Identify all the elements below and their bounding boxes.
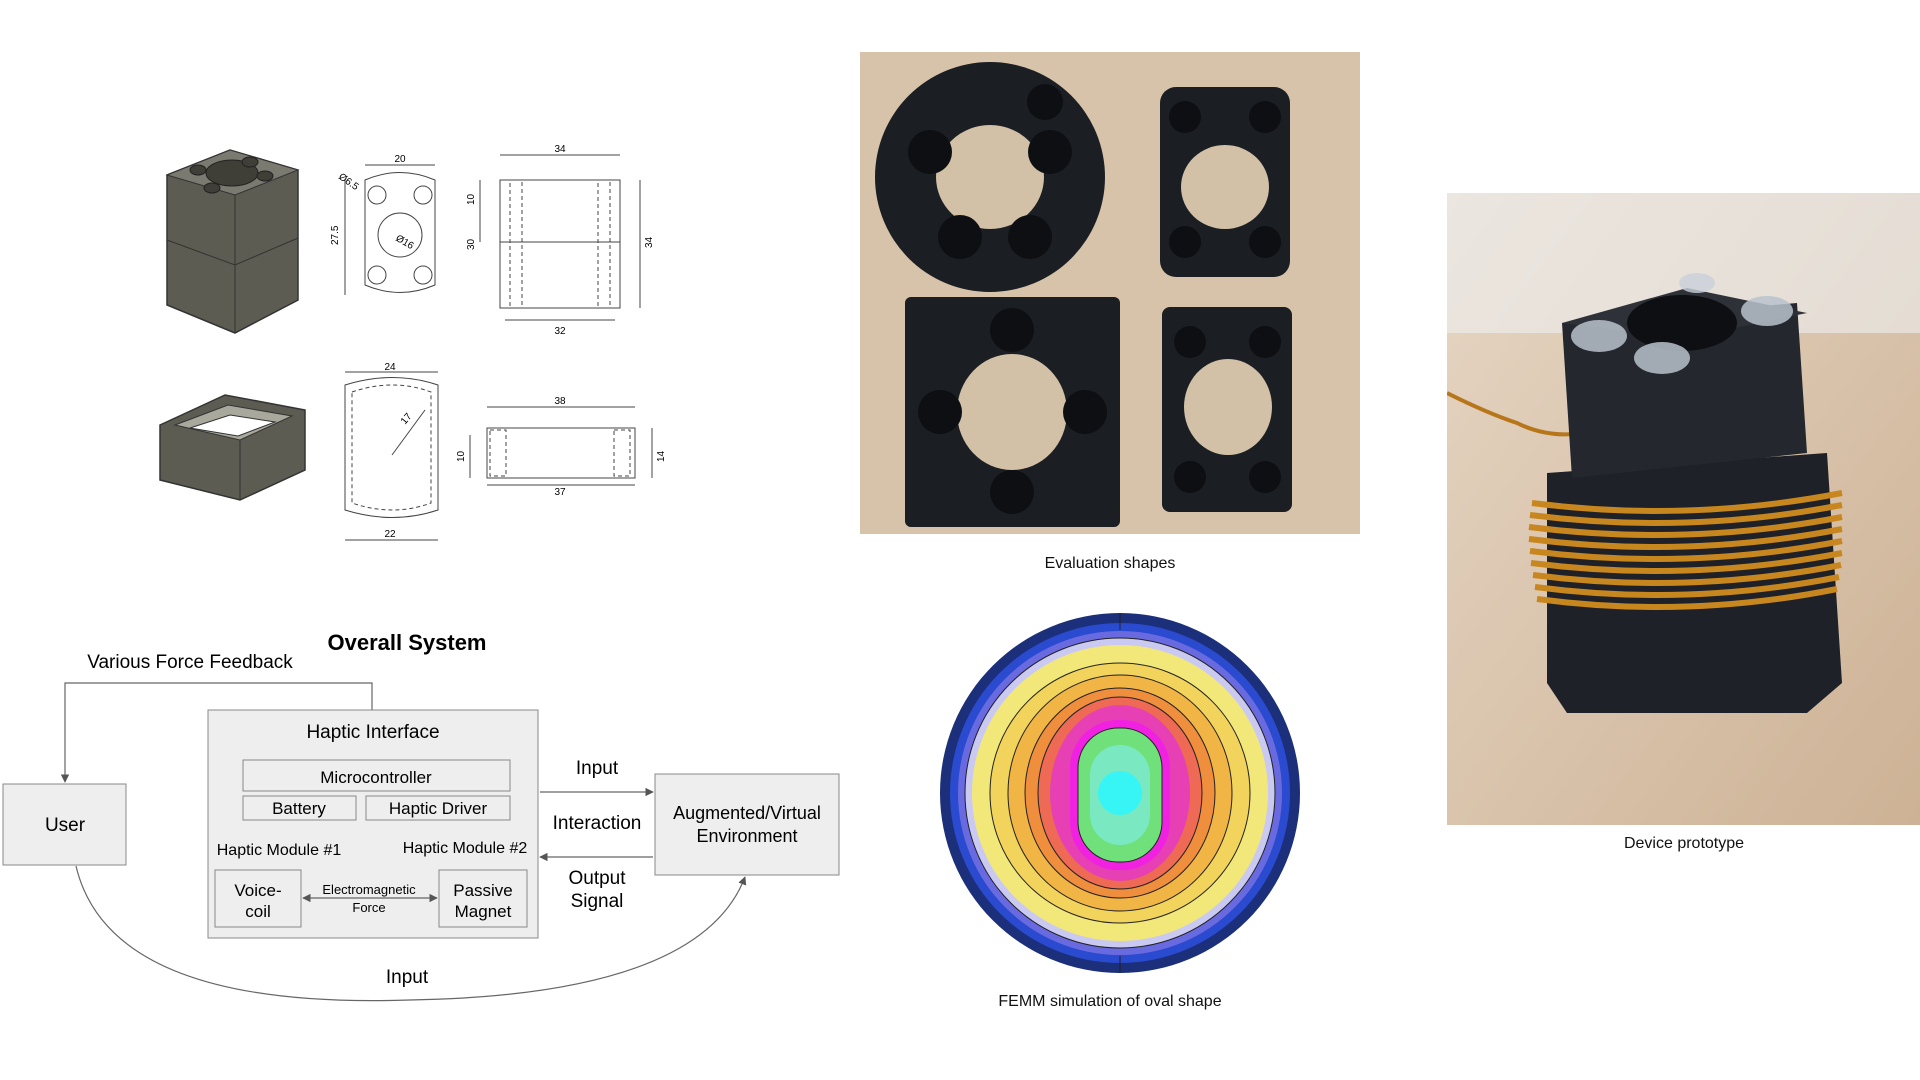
output-label-1: Output bbox=[568, 868, 626, 889]
dim-side2-top: 38 bbox=[554, 396, 566, 407]
device-prototype-photo bbox=[1447, 193, 1920, 825]
dim-front-height: 27.5 bbox=[330, 225, 341, 245]
overall-system-diagram: Overall System Various Force Feedback Us… bbox=[2, 630, 840, 1002]
dim-bore-dia: Ø16 bbox=[394, 233, 416, 252]
cad-side-view-lower bbox=[469, 406, 653, 486]
environment-box bbox=[654, 773, 840, 876]
dim-side-top: 34 bbox=[554, 144, 566, 155]
cad-side-view-upper bbox=[479, 154, 641, 321]
cad-front-view-upper bbox=[344, 164, 436, 295]
dim-side2-right: 14 bbox=[656, 450, 667, 462]
magnet-label-2: Magnet bbox=[455, 902, 512, 921]
module2-label: Haptic Module #2 bbox=[403, 840, 528, 857]
bottom-input-arrow bbox=[75, 865, 747, 1002]
user-label: User bbox=[45, 815, 86, 836]
dim-side-upper: 10 bbox=[466, 193, 477, 205]
feedback-label: Various Force Feedback bbox=[87, 652, 293, 673]
copper-coil bbox=[1528, 490, 1843, 610]
shape-square bbox=[905, 297, 1120, 527]
battery-box bbox=[242, 795, 357, 821]
diagram-title: Overall System bbox=[328, 630, 487, 655]
voicecoil-label-1: Voice- bbox=[234, 881, 281, 900]
environment-label-1: Augmented/Virtual bbox=[673, 803, 821, 823]
caption-evaluation-shapes: Evaluation shapes bbox=[1044, 555, 1176, 572]
evaluation-shapes-photo bbox=[860, 52, 1360, 534]
haptic-interface-label: Haptic Interface bbox=[306, 722, 439, 743]
cad-front-view-lower bbox=[344, 371, 439, 541]
dim-front2-bottom: 22 bbox=[384, 529, 396, 540]
dim-radius: 17 bbox=[399, 411, 415, 427]
environment-label-2: Environment bbox=[696, 826, 797, 846]
haptic-driver-box bbox=[365, 795, 511, 821]
input-bottom-label: Input bbox=[386, 967, 429, 988]
dim-side-mid: 30 bbox=[466, 238, 477, 250]
dim-front2-width: 24 bbox=[384, 362, 396, 373]
cad-3d-part-lower bbox=[159, 394, 306, 501]
dim-side2-bottom: 37 bbox=[554, 487, 566, 498]
shape-oval bbox=[1160, 87, 1290, 277]
feedback-arrow bbox=[60, 682, 373, 783]
haptic-driver-label: Haptic Driver bbox=[389, 799, 488, 818]
output-label-2: Signal bbox=[571, 891, 624, 912]
caption-femm: FEMM simulation of oval shape bbox=[998, 993, 1222, 1010]
prototype-body bbox=[1547, 273, 1842, 713]
module1-label: Haptic Module #1 bbox=[217, 842, 342, 859]
dim-side-bottom: 32 bbox=[554, 326, 566, 337]
femm-simulation bbox=[940, 613, 1300, 973]
caption-device-prototype: Device prototype bbox=[1623, 835, 1745, 852]
magnet-box bbox=[438, 869, 528, 928]
magnet-label-1: Passive bbox=[453, 881, 513, 900]
cad-drawings: 20 Ø6.5 Ø16 27.5 34 10 30 34 32 24 17 22 bbox=[159, 144, 667, 541]
voicecoil-label-2: coil bbox=[245, 902, 271, 921]
dim-hole-dia: Ø6.5 bbox=[336, 171, 360, 193]
microcontroller-label: Microcontroller bbox=[320, 768, 432, 787]
em-force-label-1: Electromagnetic bbox=[322, 882, 416, 897]
dim-front-width: 20 bbox=[394, 154, 406, 165]
shape-rectangle bbox=[1162, 307, 1292, 512]
input-top-label: Input bbox=[576, 758, 619, 779]
user-box bbox=[2, 783, 127, 866]
microcontroller-box bbox=[242, 759, 511, 792]
em-force-label-2: Force bbox=[352, 900, 385, 915]
battery-label: Battery bbox=[272, 799, 326, 818]
cad-3d-part-upper bbox=[165, 149, 300, 334]
interaction-label: Interaction bbox=[553, 813, 642, 834]
dim-side2-left: 10 bbox=[456, 450, 467, 462]
voicecoil-box bbox=[214, 869, 302, 928]
shape-round bbox=[875, 62, 1105, 292]
dim-side-right: 34 bbox=[644, 236, 655, 248]
